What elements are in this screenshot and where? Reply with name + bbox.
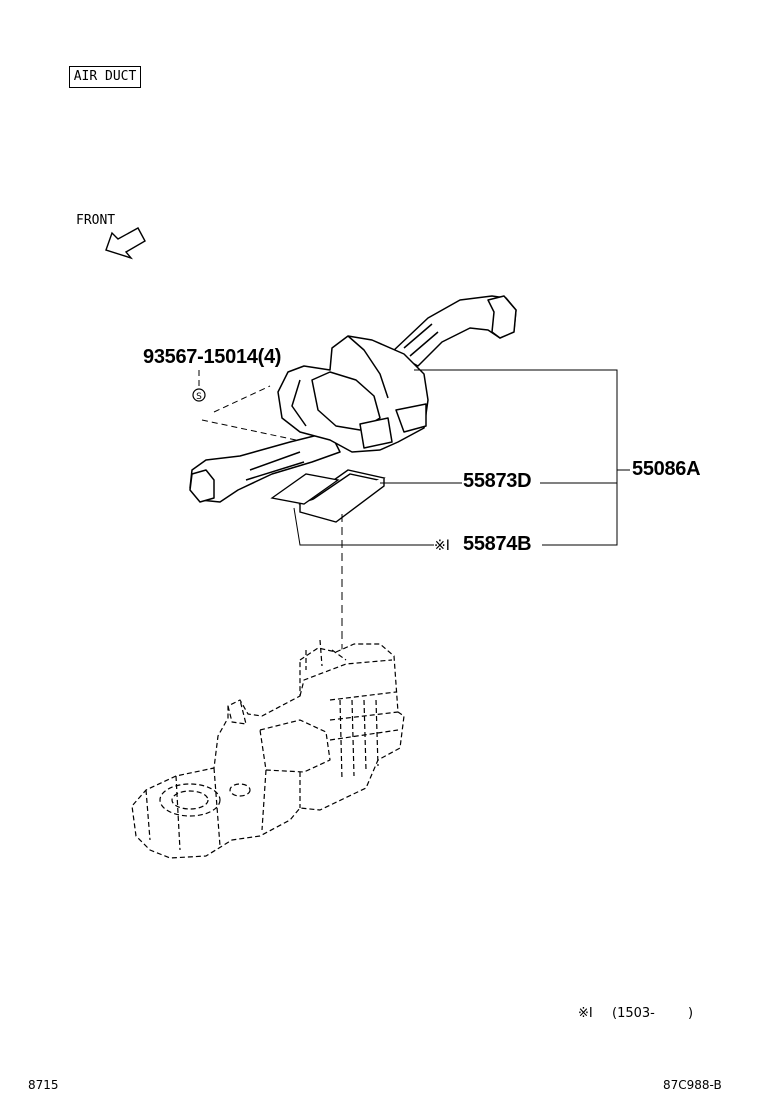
svg-text:S: S xyxy=(196,392,202,402)
part-leader-lines xyxy=(293,369,630,546)
screw-symbol: S xyxy=(192,388,206,402)
note-range-close: ) xyxy=(688,1006,694,1021)
part-number-screw: 93567-15014(4) xyxy=(143,346,282,368)
footer-right-code: 87C988-B xyxy=(663,1078,722,1092)
footer-left-code: 8715 xyxy=(28,1078,59,1092)
filter-55874B-drawing xyxy=(270,473,340,505)
screw-leader-lines xyxy=(198,370,297,441)
front-label: FRONT xyxy=(76,213,116,228)
front-arrow-icon xyxy=(105,227,146,260)
section-title: AIR DUCT xyxy=(69,66,141,88)
part-number-filter-d: 55873D xyxy=(463,470,532,492)
filter-b-mark: ※I xyxy=(434,538,450,554)
note-mark: ※I xyxy=(578,1006,593,1021)
part-number-assembly: 55086A xyxy=(632,458,701,480)
part-number-filter-b: 55874B xyxy=(463,533,532,555)
filter-55873D-drawing xyxy=(298,469,386,523)
air-duct-assembly-drawing xyxy=(189,295,517,503)
note-range-open: (1503- xyxy=(612,1006,655,1021)
heater-unit-drawing xyxy=(131,639,405,859)
